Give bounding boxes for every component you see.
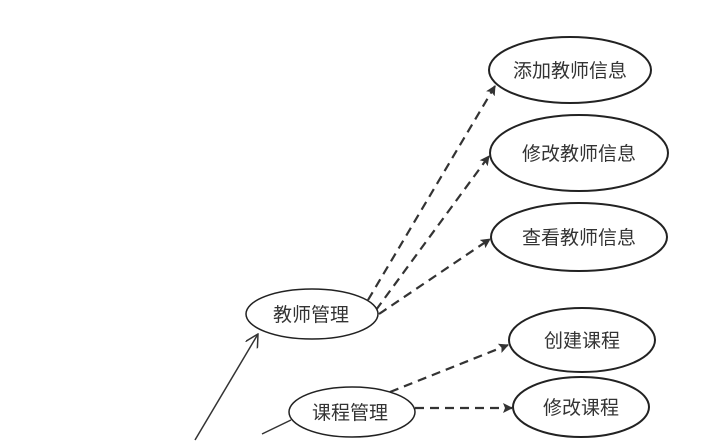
include-relations — [367, 85, 513, 413]
svg-text:修改课程: 修改课程 — [543, 397, 619, 419]
include-arrow-add-teacher — [367, 85, 496, 301]
include-arrow-edit-teacher — [375, 155, 490, 311]
use-case-teacher-mgmt[interactable]: 教师管理 — [245, 288, 379, 340]
svg-text:查看教师信息: 查看教师信息 — [522, 227, 636, 249]
include-arrow-view-teacher — [378, 238, 491, 315]
svg-text:创建课程: 创建课程 — [544, 330, 620, 352]
svg-text:教师管理: 教师管理 — [273, 304, 349, 326]
use-case-add-teacher[interactable]: 添加教师信息 — [488, 36, 652, 104]
actor-to-course-mgmt-line — [261, 419, 292, 435]
svg-text:添加教师信息: 添加教师信息 — [513, 60, 627, 82]
include-arrow-create-course — [389, 343, 509, 394]
use-case-create-course[interactable]: 创建课程 — [508, 307, 656, 373]
svg-text:课程管理: 课程管理 — [312, 402, 388, 424]
actor-to-teacher-mgmt-arrow — [194, 334, 258, 441]
use-case-edit-course[interactable]: 修改课程 — [512, 376, 650, 438]
use-case-course-mgmt[interactable]: 课程管理 — [288, 386, 416, 438]
association-lines — [194, 334, 292, 441]
use-case-view-teacher[interactable]: 查看教师信息 — [490, 202, 668, 272]
use-case-edit-teacher[interactable]: 修改教师信息 — [489, 114, 669, 192]
svg-text:修改教师信息: 修改教师信息 — [522, 143, 636, 165]
